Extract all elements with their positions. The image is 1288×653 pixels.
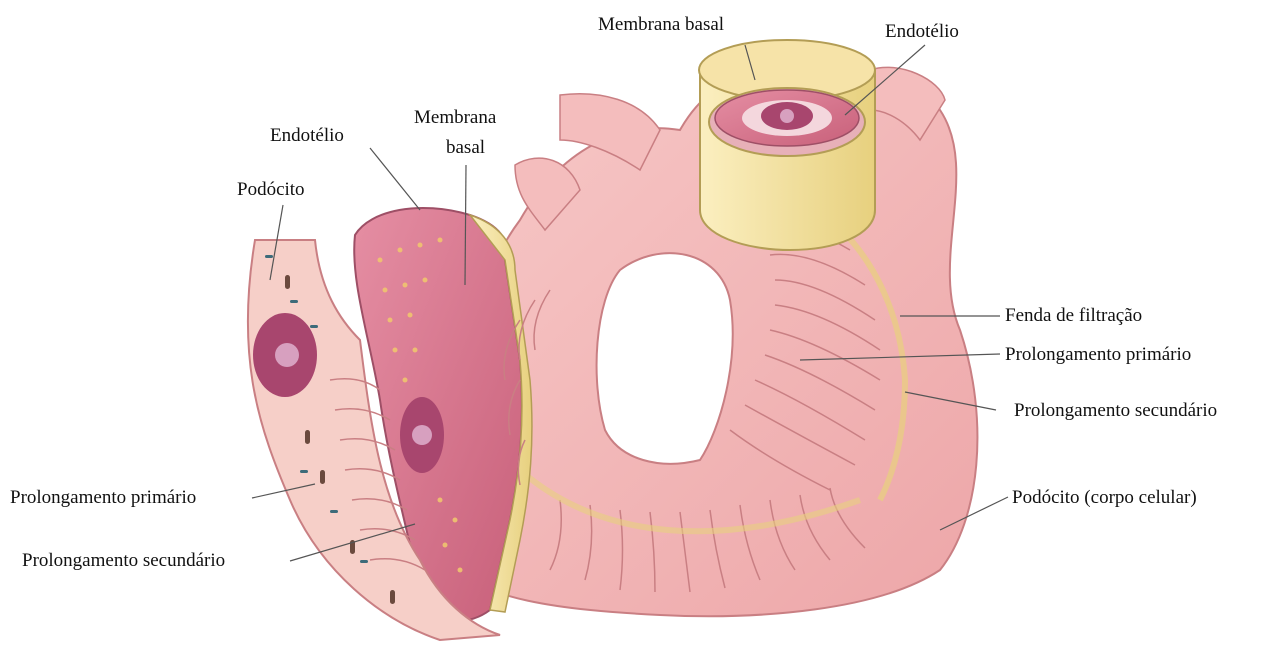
label-prolongamento-secundario-left: Prolongamento secundário (22, 550, 225, 572)
top-capillary (699, 40, 875, 250)
label-prolongamento-secundario-right: Prolongamento secundário (1014, 400, 1217, 422)
label-membrana-basal-left-line2: basal (446, 137, 485, 159)
label-membrana-basal-left-line1: Membrana (414, 107, 496, 129)
label-endotelio-top: Endotélio (885, 21, 959, 43)
label-fenda-de-filtracao: Fenda de filtração (1005, 305, 1142, 327)
label-prolongamento-primario-right: Prolongamento primário (1005, 344, 1191, 366)
label-endotelio-left: Endotélio (270, 125, 344, 147)
label-prolongamento-primario-left: Prolongamento primário (10, 487, 196, 509)
label-membrana-basal-top: Membrana basal (598, 14, 724, 36)
capillary-lumen-gap (597, 253, 733, 464)
label-podocito: Podócito (237, 179, 305, 201)
label-podocito-corpo-celular: Podócito (corpo celular) (1012, 487, 1197, 509)
